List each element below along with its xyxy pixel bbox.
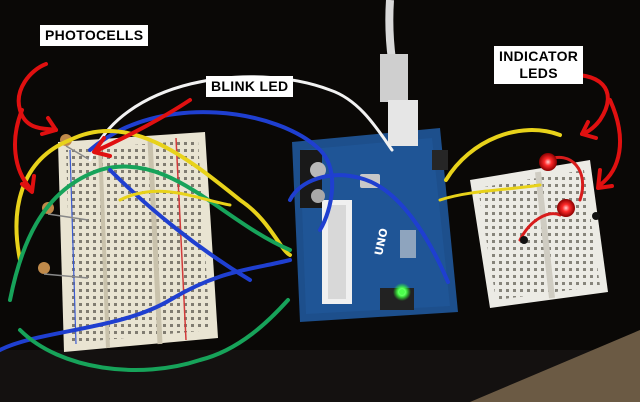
floor-right bbox=[470, 330, 640, 402]
power-led bbox=[399, 289, 405, 295]
board-brand-text: UNO bbox=[372, 227, 390, 257]
usb-cable bbox=[380, 0, 418, 146]
photocells-label: PHOTOCELLS bbox=[40, 25, 149, 46]
indicator-led-1 bbox=[539, 153, 557, 171]
arduino-board bbox=[292, 128, 458, 322]
indicator-leds-label-line1: INDICATOR bbox=[499, 48, 579, 64]
indicator-leds bbox=[520, 153, 600, 244]
blink-led-label: BLINK LED bbox=[206, 76, 294, 97]
jumper-wires bbox=[0, 75, 585, 372]
annotation-arrows bbox=[13, 62, 623, 194]
indicator-led-2 bbox=[557, 199, 575, 217]
indicator-leds-label-line2: LEDS bbox=[519, 65, 558, 81]
small-breadboard bbox=[470, 160, 608, 308]
